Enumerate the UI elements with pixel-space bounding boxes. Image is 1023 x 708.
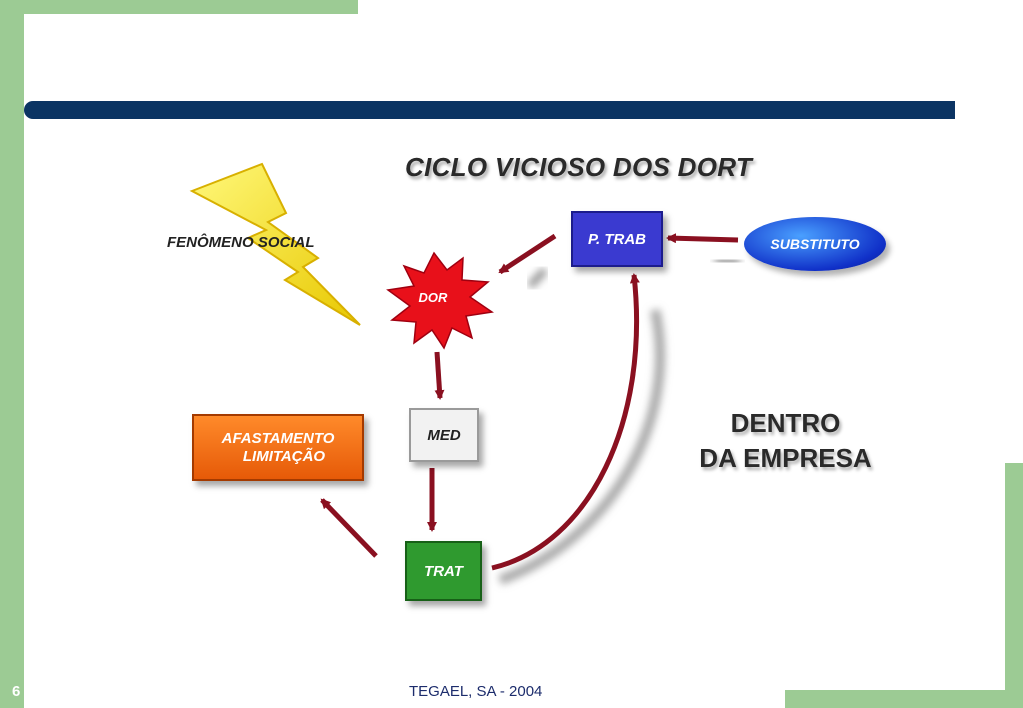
dentro-da-empresa-label: DENTRO DA EMPRESA [683,406,888,476]
right-green-bar [1005,463,1023,708]
dentro-line1: DENTRO [730,408,841,438]
trat-label: TRAT [424,562,463,580]
substituto-ellipse: SUBSTITUTO [744,217,886,271]
arrow-trat-to-afastamento [320,498,378,558]
afastamento-label: AFASTAMENTO [221,429,335,447]
lightning-icon [189,162,361,326]
arrow-substituto-to-ptrab [666,233,739,244]
dor-starburst [386,251,494,350]
diagram-title: CICLO VICIOSO DOS DORT [405,152,753,182]
med-label: MED [427,426,461,444]
title-bar [24,101,955,119]
dor-label: DOR [418,290,448,305]
arrow-trat-to-ptrab [491,273,640,571]
page-number: 6 [12,683,21,700]
trat-box: TRAT [405,541,482,601]
dentro-line2: DA EMPRESA [699,443,872,473]
top-green-bar [24,0,358,14]
limitacao-label: LIMITAÇÃO [242,447,326,465]
fenomeno-social-label: FENÔMENO SOCIAL [167,234,315,251]
arrow-ptrab-to-dor [498,233,557,275]
p-trab-label: P. TRAB [587,230,647,248]
bottom-green-bar [785,690,1023,708]
substituto-label: SUBSTITUTO [770,236,860,252]
afastamento-box: AFASTAMENTO LIMITAÇÃO [192,414,364,481]
cycle-diagram [189,162,741,585]
p-trab-box: P. TRAB [571,211,663,267]
footer-text: TEGAEL, SA - 2004 [409,683,543,700]
med-box: MED [409,408,479,462]
arrow-dor-to-med [434,351,445,400]
left-green-bar [0,0,24,708]
